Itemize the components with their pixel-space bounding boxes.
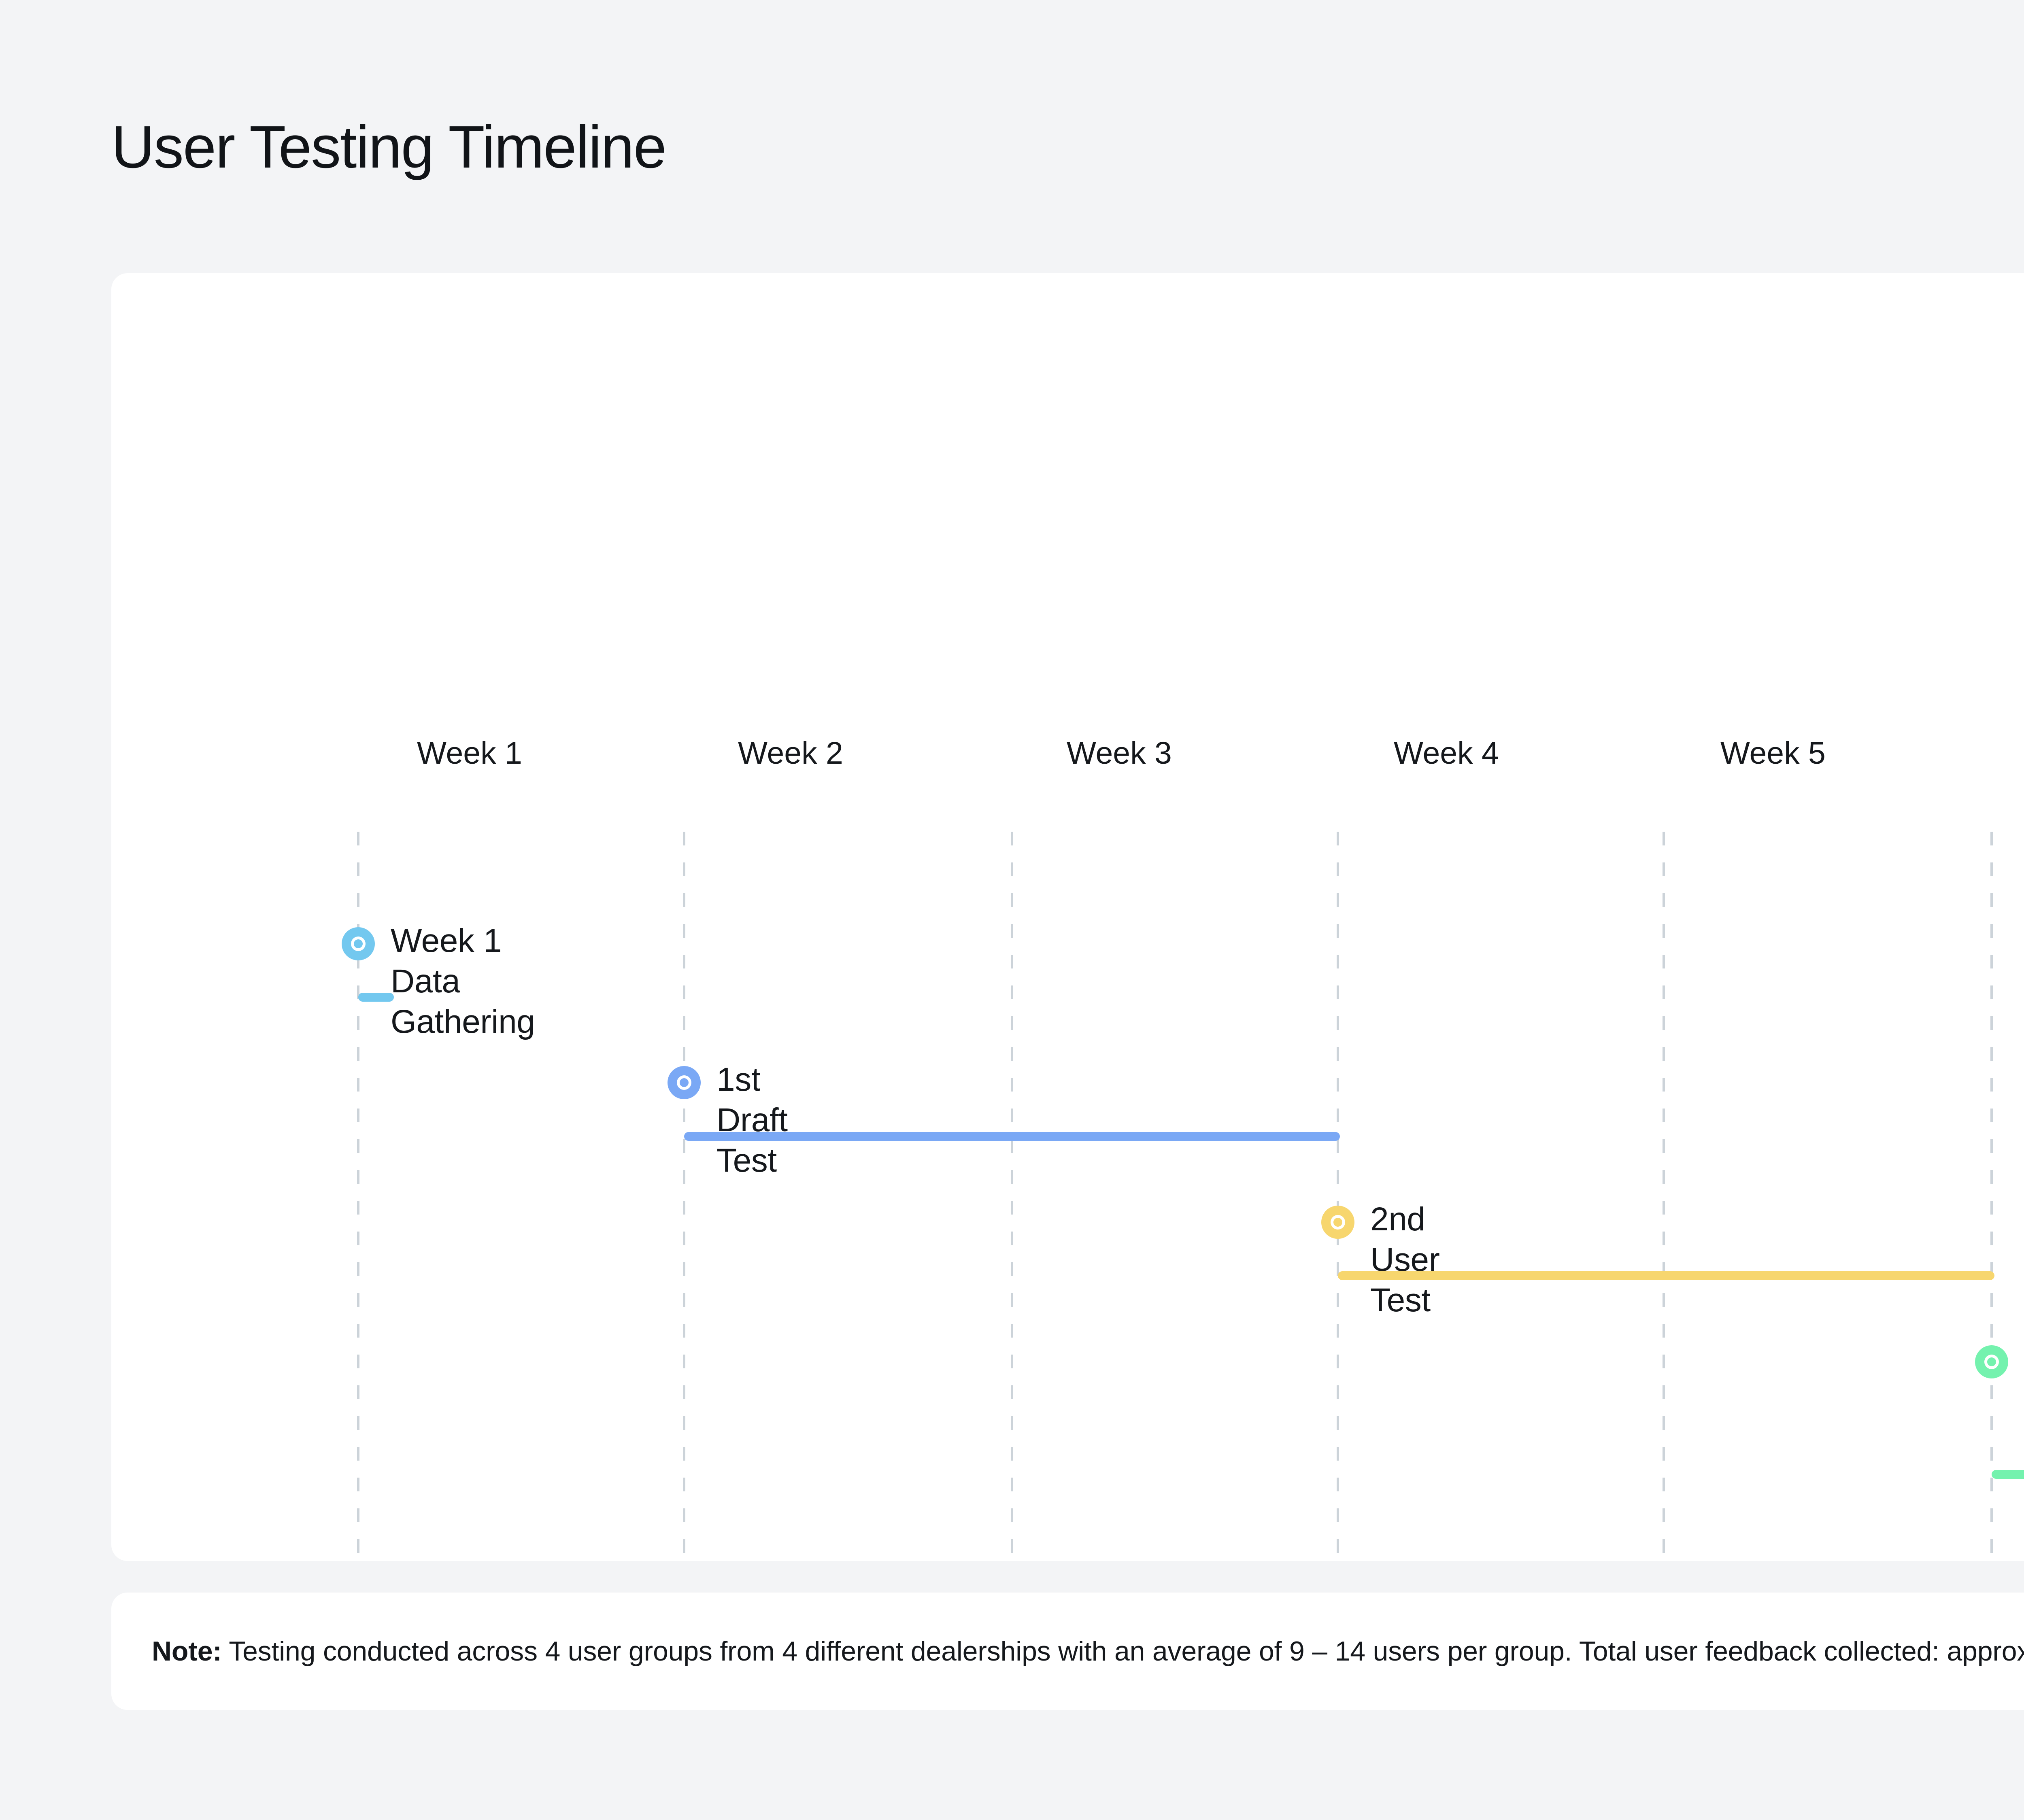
gridline-week-6 bbox=[1990, 832, 1993, 1568]
task-label: Week 1 Data Gathering bbox=[391, 922, 535, 1041]
note-label: Note: bbox=[152, 1635, 222, 1667]
task-bar[interactable] bbox=[1338, 1271, 1994, 1280]
task-marker-icon bbox=[668, 1066, 701, 1099]
note-card: Note: Testing conducted across 4 user gr… bbox=[111, 1593, 2024, 1710]
task-marker-icon bbox=[1321, 1206, 1354, 1239]
gridline-week-4 bbox=[1337, 832, 1339, 1568]
task-bar[interactable] bbox=[1992, 1470, 2024, 1479]
note-body: Testing conducted across 4 user groups f… bbox=[229, 1635, 2024, 1667]
task-bar[interactable] bbox=[684, 1132, 1340, 1141]
task-label: 1st Draft Test bbox=[716, 1061, 788, 1179]
task-bar[interactable] bbox=[358, 993, 394, 1002]
axis-top-label-week-5: Week 5 bbox=[1720, 736, 1826, 771]
task-marker-icon bbox=[342, 927, 375, 960]
axis-top-label-week-1: Week 1 bbox=[417, 736, 522, 771]
timeline-card: Week 1 Week 2 Week 3 Week 4 Week 5 Week … bbox=[111, 273, 2024, 1631]
axis-top-label-week-2: Week 2 bbox=[738, 736, 843, 771]
page-title: User Testing Timeline bbox=[111, 114, 667, 181]
gridline-week-1 bbox=[357, 832, 359, 1568]
axis-top-label-week-4: Week 4 bbox=[1394, 736, 1499, 771]
timeline-plot-area: Week 1 Week 2 Week 3 Week 4 Week 5 Week … bbox=[111, 273, 2024, 1631]
gridline-week-2 bbox=[683, 832, 685, 1568]
gridline-week-5 bbox=[1663, 832, 1665, 1568]
axis-top-label-week-3: Week 3 bbox=[1067, 736, 1172, 771]
note-text: Note: Testing conducted across 4 user gr… bbox=[152, 1633, 2024, 1669]
task-marker-icon bbox=[1975, 1345, 2008, 1378]
gridline-week-3 bbox=[1011, 832, 1013, 1568]
task-label: 2nd User Test bbox=[1370, 1201, 1440, 1319]
